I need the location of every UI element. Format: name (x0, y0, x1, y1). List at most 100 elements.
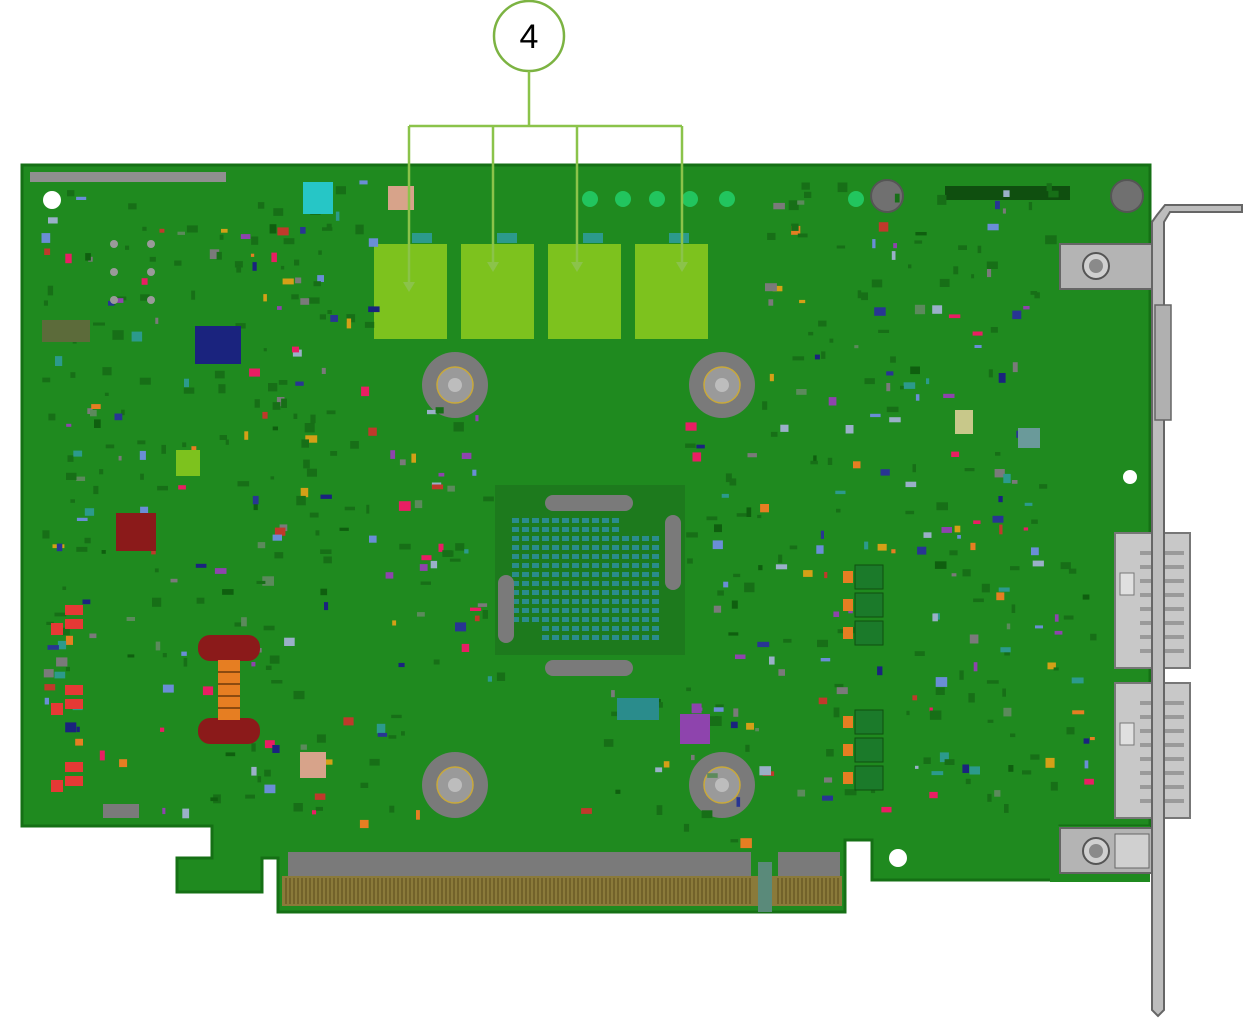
smd-component (1006, 623, 1011, 630)
smd-component (254, 399, 260, 408)
bga-ball (642, 635, 649, 640)
smd-component (315, 530, 320, 536)
smd-component (264, 784, 276, 794)
smd-component (90, 410, 97, 417)
smd-component (780, 424, 789, 432)
smd-component (837, 182, 848, 193)
smd-component (108, 300, 115, 306)
smd-component (890, 356, 896, 363)
smd-component (339, 527, 349, 531)
smd-component (853, 461, 861, 469)
smd-component (314, 793, 326, 800)
smd-component (941, 527, 952, 533)
smd-component (67, 455, 74, 462)
smd-component (845, 425, 854, 434)
bga-ball (632, 617, 639, 622)
bga-ball (642, 536, 649, 541)
smd-component (483, 496, 494, 502)
smd-component (326, 223, 332, 228)
smd-component (195, 563, 207, 568)
bga-ball (592, 527, 599, 532)
smd-component (1002, 208, 1006, 214)
smd-component (477, 603, 488, 607)
smd-component (1054, 630, 1063, 635)
smd-component (139, 450, 146, 460)
smd-component (249, 368, 260, 377)
bga-ball (522, 527, 529, 532)
smd-component (315, 806, 323, 811)
smd-component (101, 550, 106, 554)
smd-component (270, 476, 275, 480)
bga-ball (652, 599, 659, 604)
bga-ball (652, 617, 659, 622)
smd-component (789, 545, 798, 550)
smd-component (954, 525, 961, 533)
smd-component (359, 819, 369, 829)
smd-component (886, 371, 894, 376)
memory-chip (374, 244, 447, 339)
bga-ball (642, 617, 649, 622)
smd-component (235, 323, 246, 329)
smd-component (303, 459, 310, 469)
smd-component (417, 612, 425, 617)
smd-component (317, 275, 324, 282)
smd-component (964, 468, 975, 472)
smd-component (93, 485, 99, 495)
bga-ball (542, 599, 549, 604)
bga-ball (632, 554, 639, 559)
bga-ball (552, 581, 559, 586)
test-pad (110, 296, 118, 304)
bga-ball (652, 635, 659, 640)
bga-ball (572, 617, 579, 622)
smd-component (768, 299, 774, 306)
smd-component (995, 452, 1001, 456)
smd-component (162, 684, 174, 693)
smd-component (335, 211, 340, 221)
smd-component (987, 793, 992, 802)
bga-ball (522, 608, 529, 613)
bga-ball (652, 626, 659, 631)
smd-component (62, 586, 67, 590)
bga-ball (562, 599, 569, 604)
smd-component (910, 366, 920, 375)
smd-component (833, 707, 840, 718)
bga-ball (532, 572, 539, 577)
bga-chip (495, 485, 685, 655)
smd-component (733, 708, 739, 717)
smd-component (346, 318, 352, 329)
smd-component (278, 380, 288, 385)
smd-component (871, 279, 883, 288)
capacitor (854, 620, 884, 646)
smd-component (214, 370, 225, 379)
bga-ball (512, 545, 519, 550)
bga-ball (602, 608, 609, 613)
smd-component (914, 304, 926, 315)
smd-component (300, 227, 306, 234)
smd-component (746, 722, 754, 730)
bga-ball (592, 608, 599, 613)
smd-component (1030, 754, 1040, 760)
bga-ball (562, 581, 569, 586)
smd-component (818, 697, 828, 705)
bga-ball (572, 563, 579, 568)
smd-component (263, 294, 267, 302)
smd-component (291, 294, 299, 300)
smd-component (1045, 757, 1055, 768)
smd-component (692, 452, 702, 462)
smd-component (149, 256, 156, 262)
smd-component (773, 202, 785, 210)
capacitor-pad (843, 772, 853, 784)
smd-component (162, 653, 167, 658)
smd-component (939, 278, 950, 287)
smd-component (804, 191, 812, 198)
smd-component (442, 550, 452, 557)
bga-ball (522, 554, 529, 559)
heatsink-screw (422, 752, 488, 818)
bga-ball (592, 545, 599, 550)
bga-ball (512, 527, 519, 532)
smd-component (731, 600, 738, 609)
ic-package (300, 752, 326, 778)
smd-component (903, 382, 916, 389)
smd-component (973, 520, 981, 524)
bga-ball (542, 572, 549, 577)
